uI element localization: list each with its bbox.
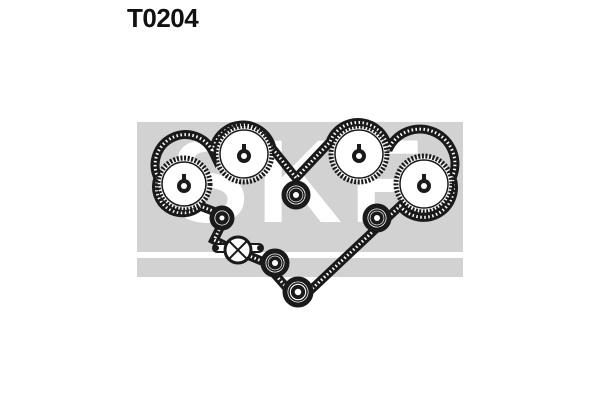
part-code: T0204: [127, 3, 199, 33]
camshaft-pulley-right-outer: [393, 153, 455, 215]
idler-pulley-center-top: [281, 180, 311, 210]
crankshaft-pulley: [282, 276, 314, 308]
tensioner-roller: [209, 205, 235, 231]
band-stripe: [137, 252, 463, 258]
pulleys: [155, 123, 455, 308]
camshaft-pulley-left-inner: [213, 123, 275, 185]
idler-pulley-lower: [260, 248, 290, 278]
camshaft-pulley-right-inner: [328, 123, 390, 185]
tensioner-assembly: [212, 235, 264, 265]
idler-pulley-right: [362, 203, 392, 233]
camshaft-pulley-left-outer: [155, 155, 213, 213]
